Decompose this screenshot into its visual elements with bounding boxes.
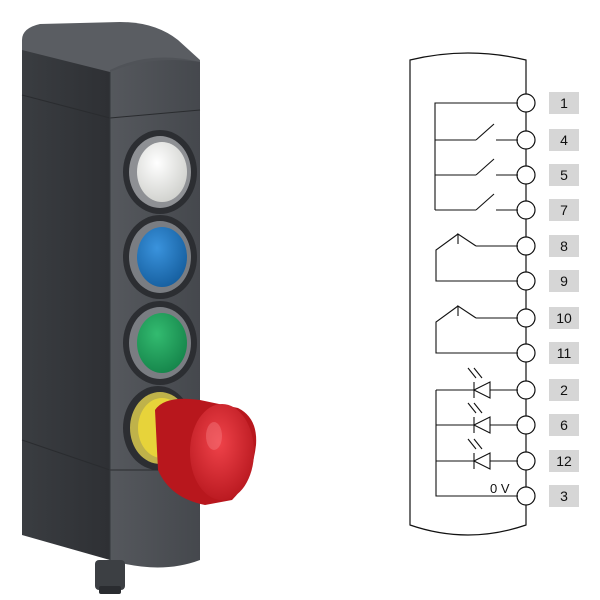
terminal-circle: [516, 165, 536, 185]
wiring-diagram: 1 4 5 7 8 9 10 11 2 6 12 3: [409, 52, 579, 536]
led-12-icon: [467, 438, 491, 470]
terminal-circle: [516, 451, 536, 471]
terminal-circle: [516, 380, 536, 400]
housing-side: [22, 50, 110, 560]
terminal-4: 4: [516, 129, 579, 151]
diagram-frame: [409, 52, 527, 536]
terminal-label-box: [549, 485, 579, 507]
terminal-label-box: [549, 379, 579, 401]
terminal-label-box: [549, 270, 579, 292]
terminal-circle: [516, 200, 536, 220]
terminal-label-box: [549, 307, 579, 329]
led-indicators: [467, 367, 491, 470]
terminal-1: 1: [516, 92, 579, 114]
terminal-label-box: [549, 450, 579, 472]
terminal-number: 6: [560, 417, 568, 433]
terminal-number: 8: [560, 238, 568, 254]
terminal-circle: [516, 415, 536, 435]
terminal-number: 11: [557, 345, 572, 361]
terminal-circle: [516, 130, 536, 150]
terminal-3: 3: [516, 485, 579, 507]
terminal-number: 10: [556, 310, 572, 326]
terminal-number: 12: [556, 453, 572, 469]
terminal-12: 12: [516, 450, 579, 472]
terminal-6: 6: [516, 414, 579, 436]
terminal-2: 2: [516, 379, 579, 401]
terminal-label-box: [549, 414, 579, 436]
terminal-number: 5: [560, 167, 568, 183]
terminal-circle: [516, 93, 536, 113]
terminal-number: 2: [560, 382, 568, 398]
terminal-label-box: [549, 199, 579, 221]
terminal-11: 11: [516, 342, 579, 364]
terminal-circle: [516, 236, 536, 256]
terminal-number: 1: [560, 95, 568, 111]
emergency-stop-button[interactable]: [123, 386, 257, 505]
terminal-number: 3: [560, 488, 568, 504]
control-station: [21, 22, 257, 594]
ground-label: 0 V: [490, 481, 510, 496]
terminal-circle: [516, 271, 536, 291]
terminal-label-box: [549, 235, 579, 257]
terminal-circle: [516, 343, 536, 363]
terminal-number: 7: [560, 202, 568, 218]
terminal-circle: [516, 486, 536, 506]
white-button[interactable]: [123, 130, 197, 214]
terminal-7: 7: [516, 199, 579, 221]
terminal-circle: [516, 308, 536, 328]
led-2-icon: [467, 367, 491, 399]
cable-connector: [95, 560, 125, 590]
terminal-8: 8: [516, 235, 579, 257]
led-6-icon: [467, 402, 491, 434]
green-button[interactable]: [123, 301, 197, 385]
terminal-label-box: [549, 342, 579, 364]
terminal-9: 9: [516, 270, 579, 292]
blue-button[interactable]: [123, 215, 197, 299]
terminal-label-box: [549, 164, 579, 186]
terminal-10: 10: [516, 307, 579, 329]
terminal-label-box: [549, 129, 579, 151]
switch-contacts: [434, 102, 518, 497]
terminal-number: 9: [560, 273, 568, 289]
terminal-label-box: [549, 92, 579, 114]
terminal-5: 5: [516, 164, 579, 186]
terminal-number: 4: [560, 132, 568, 148]
